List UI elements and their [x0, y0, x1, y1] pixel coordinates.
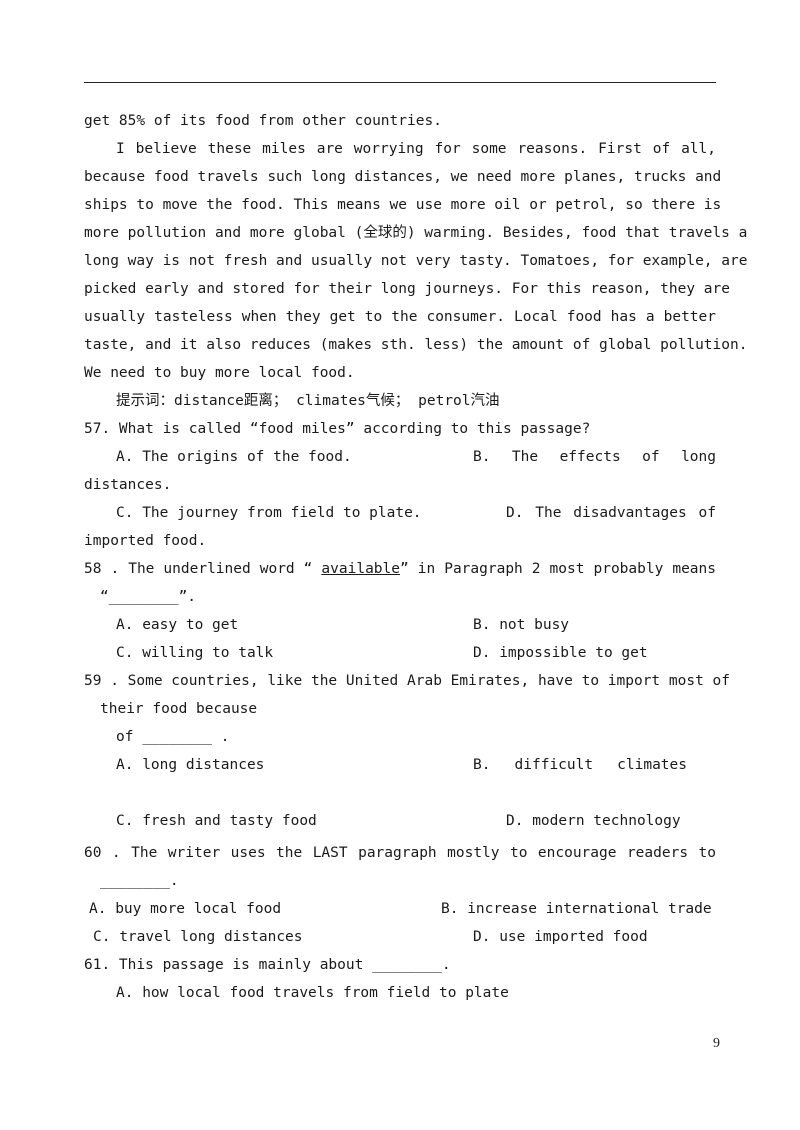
- passage-line: more pollution and more global (全球的) war…: [84, 225, 748, 241]
- q57-option-b-cont: distances.: [84, 477, 172, 493]
- passage-line: ships to move the food. This means we us…: [84, 197, 722, 213]
- question-59-stem-cont: their food because: [100, 701, 258, 717]
- q58-option-a: A. easy to get: [116, 617, 239, 633]
- q58-option-d: D. impossible to get: [473, 645, 648, 661]
- passage-line: taste, and it also reduces (makes sth. l…: [84, 337, 748, 353]
- q60-option-a: A. buy more local food: [89, 901, 282, 917]
- q57-option-c: C. The journey from field to plate.: [116, 505, 422, 521]
- question-61-stem: 61. This passage is mainly about _______…: [84, 957, 451, 973]
- question-58-stem-cont: “________”.: [100, 589, 197, 605]
- header-rule: [84, 82, 716, 83]
- passage-line: because food travels such long distances…: [84, 169, 722, 185]
- q61-option-a: A. how local food travels from field to …: [116, 985, 509, 1001]
- q57-option-d-cont: imported food.: [84, 533, 207, 549]
- q58-option-b: B. not busy: [473, 617, 570, 633]
- question-59-stem: 59 . Some countries, like the United Ara…: [84, 673, 731, 689]
- question-60-stem-cont: ________.: [100, 873, 179, 889]
- passage-line: picked early and stored for their long j…: [84, 281, 731, 297]
- q57-option-b: B. The effects of long: [473, 449, 716, 465]
- question-60-stem: 60 . The writer uses the LAST paragraph …: [84, 845, 716, 861]
- q57-option-d: D. The disadvantages of: [506, 505, 716, 521]
- q59-option-d: D. modern technology: [506, 813, 681, 829]
- q57-option-a: A. The origins of the food.: [116, 449, 352, 465]
- passage-line: usually tasteless when they get to the c…: [84, 309, 716, 325]
- q60-option-d: D. use imported food: [473, 929, 648, 945]
- underlined-word: available: [321, 561, 400, 577]
- question-57-stem: 57. What is called “food miles” accordin…: [84, 421, 591, 437]
- q59-option-c: C. fresh and tasty food: [116, 813, 317, 829]
- q60-option-c: C. travel long distances: [93, 929, 303, 945]
- question-59-stem-cont: of ________ .: [116, 729, 230, 745]
- stem-text: ” in Paragraph 2 most probably means: [400, 561, 716, 577]
- q60-option-b: B. increase international trade: [441, 901, 712, 917]
- passage-line: We need to buy more local food.: [84, 365, 355, 381]
- q59-option-b: B. difficult climates: [473, 757, 687, 773]
- q58-option-c: C. willing to talk: [116, 645, 274, 661]
- passage-line: long way is not fresh and usually not ve…: [84, 253, 748, 269]
- passage-line: I believe these miles are worrying for s…: [116, 141, 716, 157]
- hint-words: 提示词：distance距离； climates气候； petrol汽油: [116, 393, 500, 409]
- q59-option-a: A. long distances: [116, 757, 265, 773]
- stem-text: 58 . The underlined word “: [84, 561, 322, 577]
- question-58-stem: 58 . The underlined word “ available” in…: [84, 559, 716, 579]
- passage-line: get 85% of its food from other countries…: [84, 113, 442, 129]
- page-number: 9: [713, 1036, 720, 1051]
